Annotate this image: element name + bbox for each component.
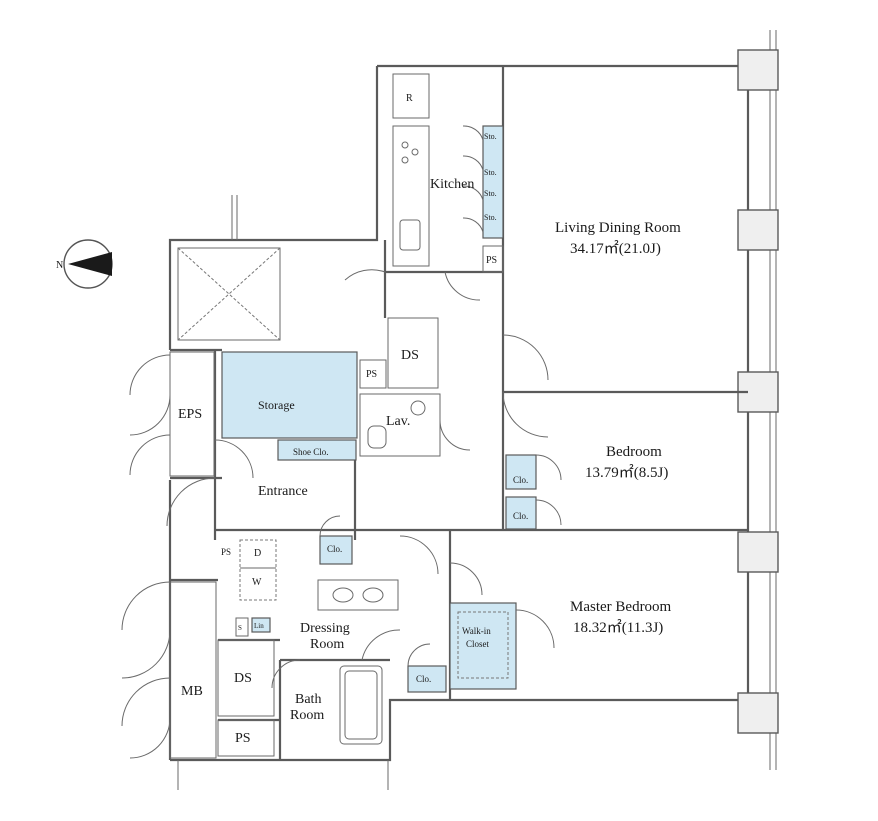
pipe-space-left-label: PS — [221, 547, 231, 557]
eps-doors — [129, 351, 254, 527]
storage-label-1: Sto. — [484, 132, 497, 141]
living-dining-room-label: Living Dining Room — [555, 220, 681, 236]
bedroom-closet-door-2 — [535, 499, 562, 526]
dryer-label: D — [254, 548, 261, 559]
bedroom-area: 13.79㎡(8.5J) — [585, 464, 668, 481]
storage-label-3: Sto. — [484, 189, 497, 198]
entrance-closet-door — [319, 515, 341, 537]
refrigerator-label: R — [406, 93, 413, 104]
upper-service — [344, 269, 549, 457]
duct-space-upper-label: DS — [401, 348, 419, 363]
linen-label: Lin — [254, 622, 264, 630]
storage-room — [221, 351, 358, 439]
duct-space-lower-label: DS — [234, 671, 252, 686]
master-closet-label: Clo. — [416, 674, 431, 684]
balcony-columns — [737, 30, 779, 770]
pipe-space-lower-label: PS — [235, 731, 251, 746]
storage-room-label: Storage — [258, 398, 295, 412]
walk-in-closet-label-2: Closet — [466, 639, 490, 649]
dressing-room-label-2: Room — [310, 637, 344, 652]
lavatory-label: Lav. — [386, 414, 410, 429]
exterior-walls — [168, 64, 750, 790]
bath-fixtures — [271, 659, 383, 745]
storage-label-2: Sto. — [484, 168, 497, 177]
bedroom-closet-door-1 — [535, 454, 562, 481]
master-bedroom-area: 18.32㎡(11.3J) — [573, 619, 663, 636]
north-compass-icon: N — [56, 239, 113, 289]
living-dining-room-area: 34.17㎡(21.0J) — [570, 240, 661, 257]
entrance-label: Entrance — [258, 484, 308, 499]
bedroom-label: Bedroom — [606, 444, 662, 460]
pipe-space-upper-label: PS — [366, 369, 377, 380]
bedroom-closet-1 — [505, 454, 537, 490]
master-closet-door — [407, 643, 431, 667]
compass-label: N — [56, 260, 63, 271]
bedroom-closet-2 — [505, 496, 537, 530]
pipe-space-kitchen-label: PS — [486, 255, 497, 266]
eps-label: EPS — [178, 407, 202, 422]
bath-room-label-1: Bath — [295, 692, 321, 707]
shoe-closet-label: Shoe Clo. — [293, 447, 329, 457]
walk-in-closet-label-1: Walk-in — [462, 626, 491, 636]
entrance-closet-label: Clo. — [327, 544, 342, 554]
washer-label: W — [252, 577, 262, 588]
kitchen-label: Kitchen — [430, 177, 474, 192]
kitchen-fixtures — [392, 73, 504, 273]
walk-in-closet — [449, 602, 517, 690]
shelf-label: S — [238, 624, 242, 632]
walk-in-closet-door — [515, 609, 555, 649]
meter-box-label: MB — [181, 684, 203, 699]
bedroom-closet-label-1: Clo. — [513, 475, 528, 485]
bedroom-closet-label-2: Clo. — [513, 511, 528, 521]
shaft-void — [177, 247, 281, 341]
entrance-closet — [319, 535, 353, 565]
mb-doors — [121, 581, 275, 759]
shoe-closet — [277, 439, 357, 461]
storage-label-4: Sto. — [484, 213, 497, 222]
dressing-fixtures — [235, 535, 483, 661]
dressing-room-label-1: Dressing — [300, 621, 350, 636]
master-closet — [407, 665, 447, 693]
bath-room-label-2: Room — [290, 708, 324, 723]
master-bedroom-label: Master Bedroom — [570, 599, 672, 615]
